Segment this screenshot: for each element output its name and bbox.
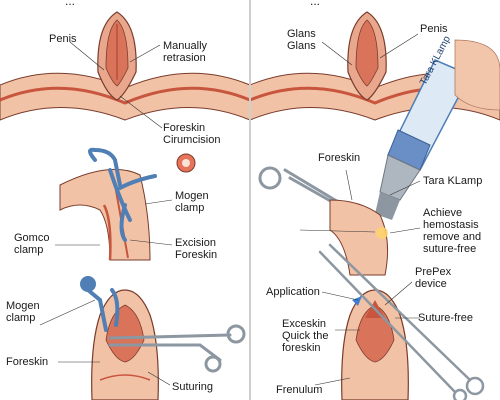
right-bottom-leaders: [314, 281, 420, 386]
tara-klamp-device: [375, 39, 500, 220]
left-scissors-drawing: [108, 324, 246, 373]
label-exceskin: Exceskin Quick the foreskin: [282, 318, 329, 354]
prepex-device-drawing: [318, 243, 485, 400]
label-penis-left: Penis: [49, 33, 77, 45]
left-bottom-leaders: [39, 299, 171, 386]
panel-divider: [249, 0, 251, 400]
label-mogen-clamp-bottom: Mogen clamp: [6, 300, 40, 324]
label-excision-foreskin: Excision Foreskin: [175, 237, 218, 261]
label-application: Application: [266, 286, 320, 298]
left-top-leaders: [69, 41, 163, 129]
label-glans: Glans Glans: [287, 28, 316, 52]
left-anatomy-top: [0, 11, 251, 121]
left-panel-header: ...: [65, 0, 76, 8]
label-foreskin-right: Foreskin: [318, 152, 361, 164]
label-mogen-clamp-top: Mogen clamp: [175, 190, 209, 214]
label-tara-klamp: Tara KLamp: [423, 175, 483, 187]
mogen-clamp-bottom-drawing: [80, 276, 120, 332]
label-frenulum: Frenulum: [276, 384, 323, 396]
label-suture-free: Suture-free: [418, 312, 474, 324]
label-penis-right: Penis: [420, 23, 448, 35]
prepex-blue-tip: [352, 296, 362, 306]
label-foreskin-left: Foreskin: [6, 356, 49, 368]
label-achieve-hemostasis: Achieve hemostasis remove and suture-fre…: [423, 207, 482, 255]
left-middle-leaders: [55, 199, 173, 246]
label-prepex-device: PrePex device: [415, 266, 452, 290]
label-suturing: Suturing: [172, 381, 213, 393]
label-manually-retrasion: Manually retrasion: [163, 40, 208, 64]
right-top-leaders: [321, 33, 419, 66]
gomco-clamp-drawing: [88, 147, 157, 242]
small-ring: [176, 153, 196, 173]
label-gomco-clamp: Gomco clamp: [14, 232, 50, 256]
right-panel-header: ...: [310, 0, 321, 8]
right-middle-leaders: [299, 169, 421, 234]
label-foreskin-circumcision: Foreskin Cirumcision: [163, 122, 221, 146]
right-anatomy-bottom: [341, 289, 409, 400]
right-middle-anatomy: [329, 199, 389, 276]
